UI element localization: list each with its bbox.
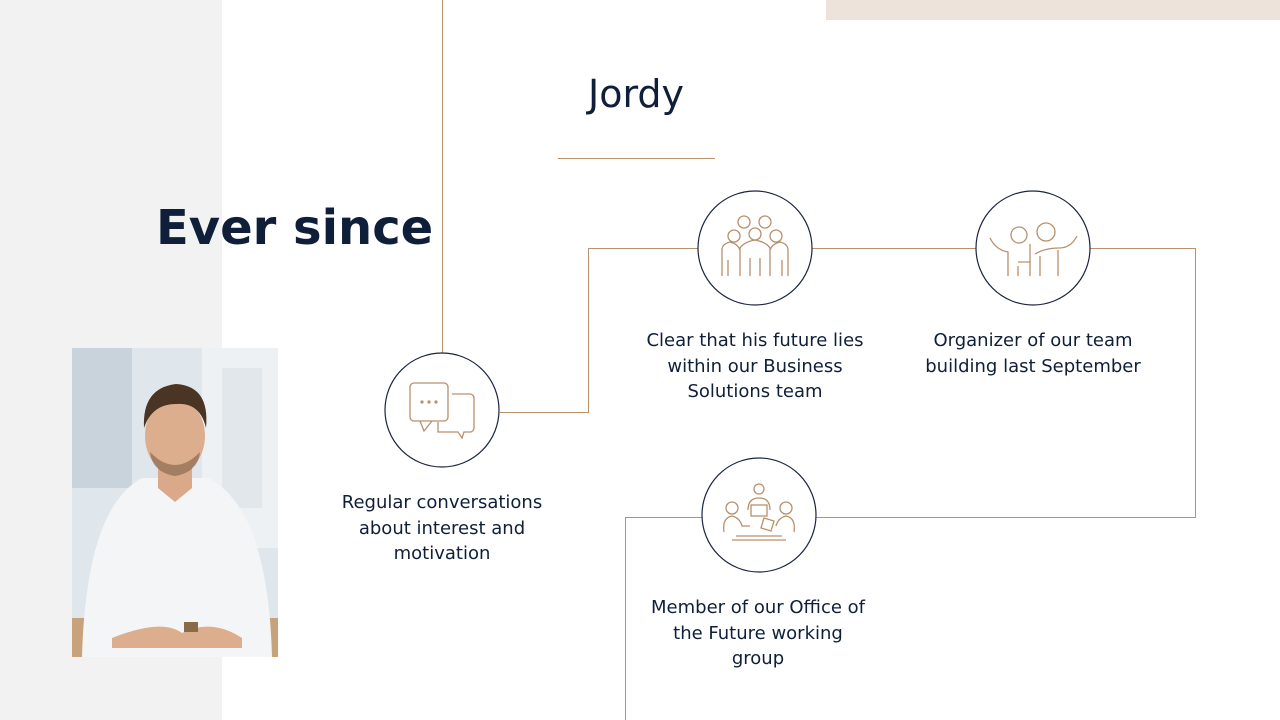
milestone-circle [975, 190, 1091, 306]
milestone-caption: Regular conversations about interest and… [341, 492, 543, 564]
meeting-table-icon [723, 483, 795, 541]
connector-line [625, 517, 702, 720]
person-name: Jordy [588, 72, 685, 116]
team-group-icon [721, 215, 789, 276]
milestone-caption: Organizer of our team building last Sept… [925, 330, 1141, 377]
celebrating-people-icon [989, 222, 1078, 276]
milestone-circle [697, 190, 813, 306]
milestone-caption: Member of our Office of the Future worki… [651, 597, 865, 669]
milestone-circle [384, 352, 500, 468]
connector-line [500, 248, 698, 413]
chat-bubbles-icon [409, 382, 475, 440]
milestone-caption: Clear that his future lies within our Bu… [646, 330, 864, 402]
slide-heading: Ever since [156, 200, 434, 256]
milestone-circle [701, 457, 817, 573]
person-photo [72, 348, 278, 657]
top-accent-bar [826, 0, 1280, 20]
connector-line [816, 248, 1196, 518]
